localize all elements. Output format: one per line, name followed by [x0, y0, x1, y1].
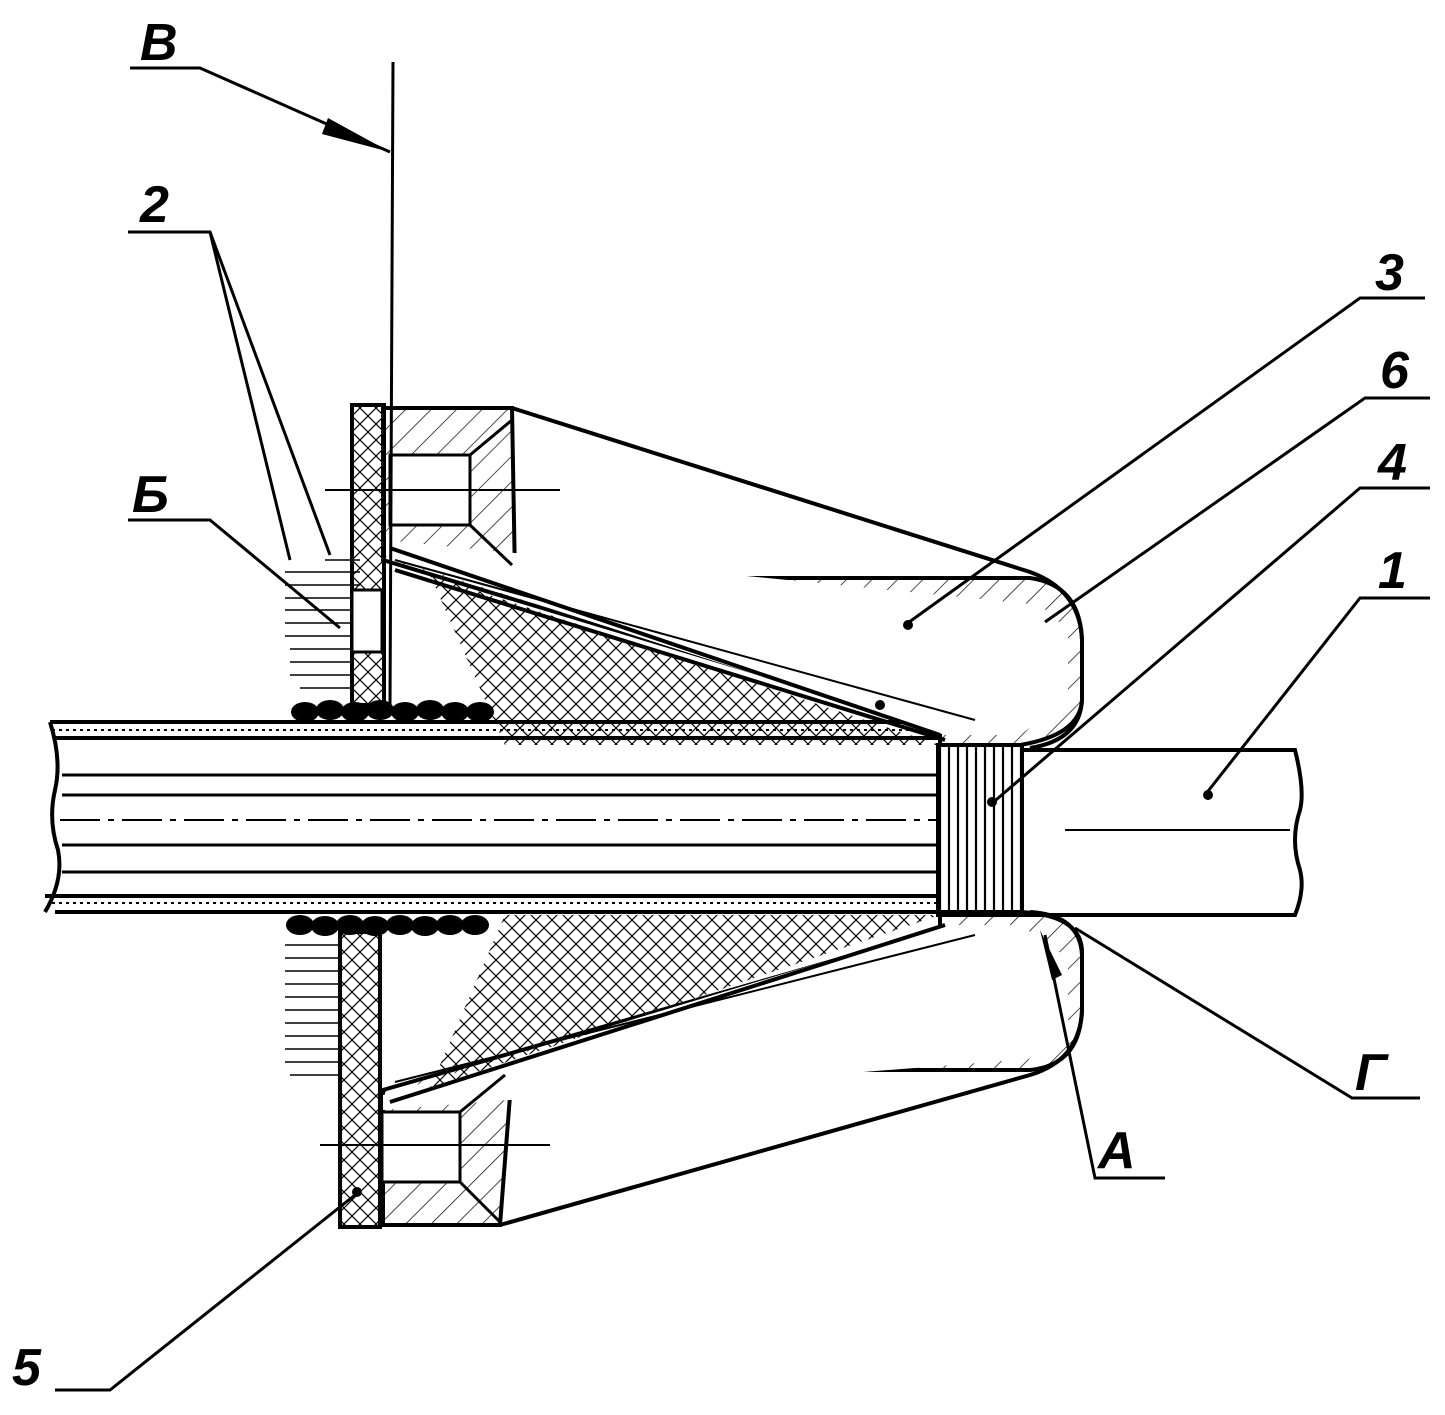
- shaft: [1020, 750, 1302, 915]
- label-6: 6: [1380, 342, 1410, 400]
- label-5: 5: [12, 1339, 42, 1397]
- housing-upper: [325, 408, 1082, 745]
- label-3: 3: [1375, 244, 1404, 302]
- plate: [340, 405, 384, 1227]
- label-4: 4: [1377, 434, 1407, 492]
- label-b: Б: [132, 466, 169, 524]
- label-v: В: [140, 14, 178, 72]
- label-g: Г: [1355, 1044, 1389, 1102]
- fiber-bundle-upper: [285, 560, 360, 688]
- fiber-bundle-lower: [285, 945, 340, 1075]
- label-2: 2: [139, 176, 169, 234]
- label-a: А: [1096, 1122, 1136, 1180]
- bead-row-upper: [291, 700, 494, 722]
- label-1: 1: [1378, 542, 1407, 600]
- leader-lines: [55, 232, 1430, 1390]
- sleeve: [938, 745, 1022, 915]
- cable: [45, 722, 940, 912]
- bead-row-lower: [286, 915, 489, 936]
- housing-lower: [320, 912, 1082, 1225]
